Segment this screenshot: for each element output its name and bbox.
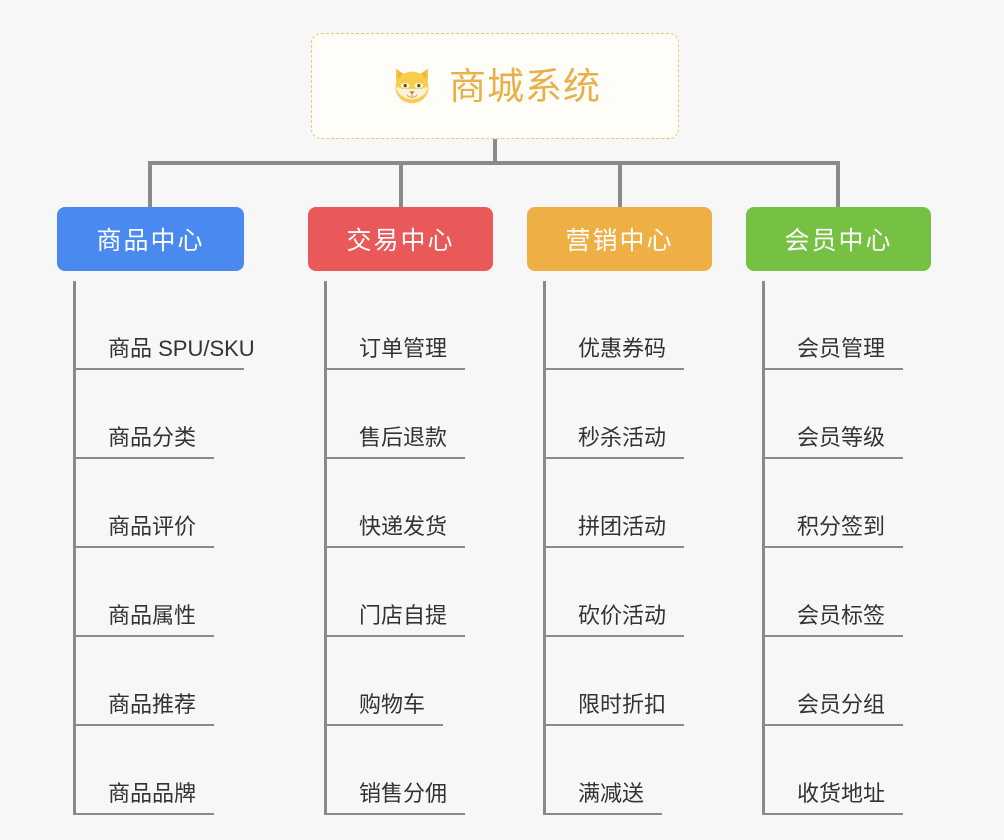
list-item[interactable]: 收货地址 <box>762 726 931 815</box>
connector-horizontal-bus <box>150 161 838 165</box>
connector-drop-0 <box>148 161 152 208</box>
leaf-label: 优惠券码 <box>578 335 667 361</box>
list-item[interactable]: 会员等级 <box>762 370 931 459</box>
leaf-label: 会员分组 <box>797 691 886 717</box>
leaf-label: 拼团活动 <box>578 513 667 539</box>
dog-face-icon <box>395 68 429 104</box>
leaf-label: 商品 SPU/SKU <box>108 335 255 361</box>
list-item[interactable]: 购物车 <box>324 637 493 726</box>
list-item[interactable]: 优惠券码 <box>543 281 712 370</box>
leaf-list-3: 会员管理 会员等级 积分签到 会员标签 会员分组 收货地址 <box>746 281 931 815</box>
leaf-label: 会员标签 <box>797 602 886 628</box>
leaf-label: 门店自提 <box>359 602 448 628</box>
category-label-0: 商品中心 <box>96 227 205 255</box>
leaf-list-2: 优惠券码 秒杀活动 拼团活动 砍价活动 限时折扣 满减送 <box>527 281 712 815</box>
leaf-label: 满减送 <box>578 780 645 806</box>
branch-column-0: 商品中心 商品 SPU/SKU 商品分类 商品评价 商品属性 商品推荐 商品品牌 <box>57 207 255 815</box>
leaf-label: 商品推荐 <box>108 691 197 717</box>
list-item[interactable]: 限时折扣 <box>543 637 712 726</box>
connector-drop-2 <box>618 161 622 208</box>
leaf-label: 商品属性 <box>108 602 197 628</box>
leaf-label: 订单管理 <box>359 335 448 361</box>
leaf-label: 商品评价 <box>108 513 197 539</box>
category-header-1[interactable]: 交易中心 <box>308 207 493 271</box>
list-item[interactable]: 售后退款 <box>324 370 493 459</box>
leaf-label: 收货地址 <box>797 780 886 806</box>
connector-drop-3 <box>836 161 840 208</box>
connector-drop-1 <box>399 161 403 208</box>
list-item[interactable]: 商品评价 <box>73 459 244 548</box>
list-item[interactable]: 会员标签 <box>762 548 931 637</box>
trunk-line-1 <box>324 281 327 815</box>
root-title: 商城系统 <box>449 65 601 107</box>
leaf-label: 会员等级 <box>797 424 886 450</box>
list-item[interactable]: 砍价活动 <box>543 548 712 637</box>
list-item[interactable]: 秒杀活动 <box>543 370 712 459</box>
list-item[interactable]: 商品 SPU/SKU <box>73 281 255 370</box>
branch-column-2: 营销中心 优惠券码 秒杀活动 拼团活动 砍价活动 限时折扣 满减送 <box>527 207 712 815</box>
list-item[interactable]: 快递发货 <box>324 459 493 548</box>
leaf-label: 购物车 <box>359 691 426 717</box>
leaf-label: 秒杀活动 <box>578 424 667 450</box>
leaf-label: 会员管理 <box>797 335 886 361</box>
leaf-list-0: 商品 SPU/SKU 商品分类 商品评价 商品属性 商品推荐 商品品牌 <box>57 281 255 815</box>
category-label-2: 营销中心 <box>565 227 674 255</box>
category-header-3[interactable]: 会员中心 <box>746 207 931 271</box>
branch-column-3: 会员中心 会员管理 会员等级 积分签到 会员标签 会员分组 收货地址 <box>746 207 931 815</box>
branch-column-1: 交易中心 订单管理 售后退款 快递发货 门店自提 购物车 销售分佣 <box>308 207 493 815</box>
list-item[interactable]: 会员管理 <box>762 281 931 370</box>
leaf-label: 积分签到 <box>797 513 886 539</box>
trunk-line-3 <box>762 281 765 815</box>
leaf-label: 商品分类 <box>108 424 197 450</box>
category-label-3: 会员中心 <box>784 227 893 255</box>
trunk-line-2 <box>543 281 546 815</box>
category-header-2[interactable]: 营销中心 <box>527 207 712 271</box>
category-label-1: 交易中心 <box>346 227 455 255</box>
leaf-label: 快递发货 <box>359 513 448 539</box>
trunk-line-0 <box>73 281 76 815</box>
leaf-list-1: 订单管理 售后退款 快递发货 门店自提 购物车 销售分佣 <box>308 281 493 815</box>
list-item[interactable]: 商品品牌 <box>73 726 244 815</box>
leaf-label: 商品品牌 <box>108 780 197 806</box>
category-header-0[interactable]: 商品中心 <box>57 207 244 271</box>
list-item[interactable]: 门店自提 <box>324 548 493 637</box>
leaf-label: 砍价活动 <box>578 602 667 628</box>
list-item[interactable]: 商品属性 <box>73 548 244 637</box>
list-item[interactable]: 会员分组 <box>762 637 931 726</box>
list-item[interactable]: 满减送 <box>543 726 712 815</box>
list-item[interactable]: 积分签到 <box>762 459 931 548</box>
connector-root-stem <box>493 139 497 164</box>
list-item[interactable]: 销售分佣 <box>324 726 493 815</box>
leaf-label: 限时折扣 <box>578 691 667 717</box>
root-node[interactable]: 商城系统 <box>311 33 679 139</box>
leaf-label: 售后退款 <box>359 424 448 450</box>
list-item[interactable]: 商品分类 <box>73 370 244 459</box>
list-item[interactable]: 商品推荐 <box>73 637 244 726</box>
list-item[interactable]: 订单管理 <box>324 281 493 370</box>
list-item[interactable]: 拼团活动 <box>543 459 712 548</box>
leaf-label: 销售分佣 <box>359 780 448 806</box>
